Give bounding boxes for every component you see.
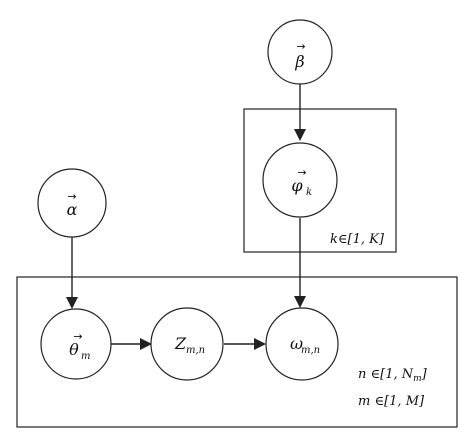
z-symbol: Z	[174, 334, 187, 353]
theta-symbol: θ	[69, 340, 79, 359]
beta-node: → β	[267, 19, 333, 85]
topic-plate	[243, 108, 397, 253]
document-plate	[16, 276, 458, 428]
z-node: Z m,n	[150, 307, 224, 381]
topic-plate-label: k∈[1, K]	[330, 232, 385, 247]
phi-symbol: φ	[291, 176, 303, 195]
beta-symbol: β	[294, 52, 304, 71]
phi-subscript: k	[306, 187, 312, 198]
phi-node: → φ k	[262, 142, 338, 218]
omega-symbol: ω	[290, 334, 303, 353]
alpha-node: → α	[37, 168, 107, 238]
beta-vector-arrow: →	[296, 40, 305, 53]
alpha-vector-arrow: →	[67, 190, 76, 203]
theta-subscript: m	[81, 351, 90, 362]
omega-node: ω m,n	[265, 307, 339, 381]
phi-vector-arrow: →	[297, 166, 306, 179]
omega-subscript: m,n	[301, 345, 320, 356]
document-plate-label-n: n ∈[1, Nm]	[358, 367, 428, 384]
theta-node: → θ m	[40, 308, 112, 380]
z-subscript: m,n	[186, 345, 205, 356]
alpha-symbol: α	[67, 200, 78, 219]
document-plate-label-m: m ∈[1, M]	[358, 394, 425, 409]
theta-vector-arrow: →	[73, 330, 82, 343]
